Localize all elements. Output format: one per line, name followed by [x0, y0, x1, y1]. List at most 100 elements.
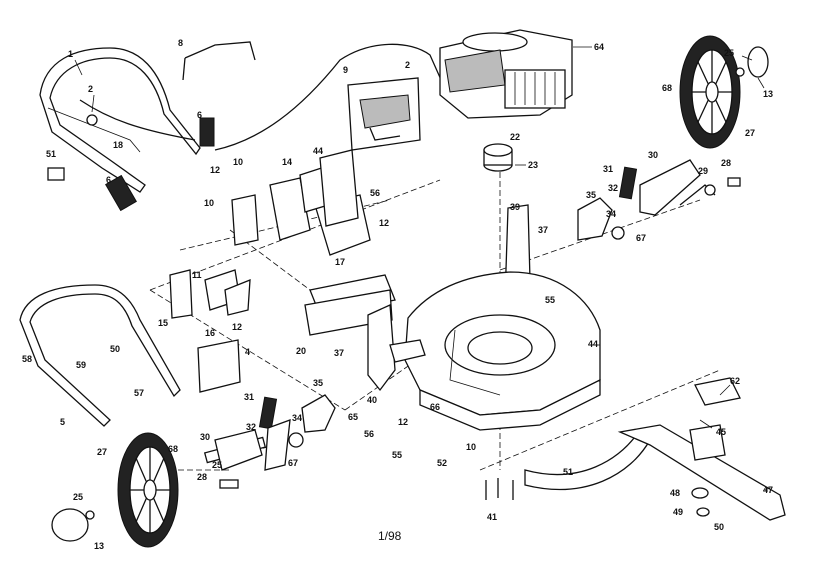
label-2: 2 [405, 60, 410, 70]
upper-handle [39, 47, 201, 193]
label-40: 40 [367, 395, 377, 405]
label-44: 44 [588, 339, 598, 349]
label-68: 68 [168, 444, 178, 454]
label-56: 56 [364, 429, 374, 439]
label-16: 16 [205, 328, 215, 338]
deck-bolts [485, 478, 514, 500]
label-12: 12 [232, 322, 242, 332]
label-41: 41 [487, 512, 497, 522]
handle-brackets-left [169, 194, 259, 319]
label-58: 58 [22, 354, 32, 364]
label-28: 28 [197, 472, 207, 482]
label-55: 55 [545, 295, 555, 305]
mulch-plug [694, 377, 741, 406]
label-5: 5 [60, 417, 65, 427]
label-20: 20 [296, 346, 306, 356]
label-13: 13 [94, 541, 104, 551]
label-51: 51 [563, 467, 573, 477]
label-31: 31 [603, 164, 613, 174]
label-11: 11 [192, 270, 202, 280]
label-23: 23 [528, 160, 538, 170]
leader-lines [74, 46, 771, 491]
label-55: 55 [392, 450, 402, 460]
label-12: 12 [210, 165, 220, 175]
label-27: 27 [745, 128, 755, 138]
label-67: 67 [288, 458, 298, 468]
label-50: 50 [110, 344, 120, 354]
grass-deflector [524, 428, 651, 491]
label-65: 65 [348, 412, 358, 422]
label-15: 15 [158, 318, 168, 328]
label-4: 4 [245, 347, 250, 357]
label-12: 12 [398, 417, 408, 427]
hubcap-right [735, 46, 769, 78]
label-10: 10 [204, 198, 214, 208]
label-6: 6 [106, 175, 111, 185]
label-6: 6 [197, 110, 202, 120]
label-32: 32 [246, 422, 256, 432]
hubcap-left [51, 508, 95, 542]
label-25: 25 [73, 492, 83, 502]
label-68: 68 [662, 83, 672, 93]
label-22: 22 [510, 132, 520, 142]
control-cables [79, 41, 451, 151]
engine [439, 29, 573, 119]
label-25: 25 [724, 48, 734, 58]
label-64: 64 [594, 42, 604, 52]
label-34: 34 [292, 413, 302, 423]
label-29: 29 [698, 166, 708, 176]
label-47: 47 [763, 485, 773, 495]
label-67: 67 [636, 233, 646, 243]
label-56: 56 [370, 188, 380, 198]
mower-deck [404, 271, 601, 431]
label-2: 2 [88, 84, 93, 94]
label-18: 18 [113, 140, 123, 150]
label-10: 10 [466, 442, 476, 452]
label-37: 37 [334, 348, 344, 358]
label-27: 27 [97, 447, 107, 457]
label-62: 62 [730, 376, 740, 386]
label-30: 30 [648, 150, 658, 160]
label-50: 50 [714, 522, 724, 532]
control-bar-bracket [347, 77, 421, 151]
label-9: 9 [343, 65, 348, 75]
label-45: 45 [716, 427, 726, 437]
label-31: 31 [244, 392, 254, 402]
label-12: 12 [379, 218, 389, 228]
label-10: 10 [233, 157, 243, 167]
part-labels: 1 2 2 8 9 6 6 18 51 10 12 14 44 56 12 10… [22, 38, 773, 551]
label-13: 13 [763, 89, 773, 99]
handle-brackets-upper [299, 149, 359, 227]
label-66: 66 [430, 402, 440, 412]
label-28: 28 [721, 158, 731, 168]
label-25: 25 [212, 460, 222, 470]
label-51: 51 [46, 149, 56, 159]
label-8: 8 [178, 38, 183, 48]
diagram-footer-code: 1/98 [378, 529, 402, 543]
label-52: 52 [437, 458, 447, 468]
label-30: 30 [200, 432, 210, 442]
label-37: 37 [538, 225, 548, 235]
label-48: 48 [670, 488, 680, 498]
label-57: 57 [134, 388, 144, 398]
blade-adapter [483, 143, 513, 172]
rear-wheel-right [679, 35, 741, 149]
label-59: 59 [76, 360, 86, 370]
height-adjuster-right [577, 159, 741, 241]
label-17: 17 [335, 257, 345, 267]
lower-handle [19, 284, 181, 427]
label-35: 35 [586, 190, 596, 200]
front-wheel-left [117, 432, 179, 548]
label-39: 39 [510, 202, 520, 212]
height-adjuster-left [203, 394, 336, 489]
label-44: 44 [313, 146, 323, 156]
front-side-baffle [197, 304, 426, 393]
label-34: 34 [606, 209, 616, 219]
label-14: 14 [282, 157, 292, 167]
label-1: 1 [68, 49, 73, 59]
handle-hardware [47, 114, 215, 212]
label-32: 32 [608, 183, 618, 193]
label-35: 35 [313, 378, 323, 388]
mower-blade [617, 424, 786, 521]
